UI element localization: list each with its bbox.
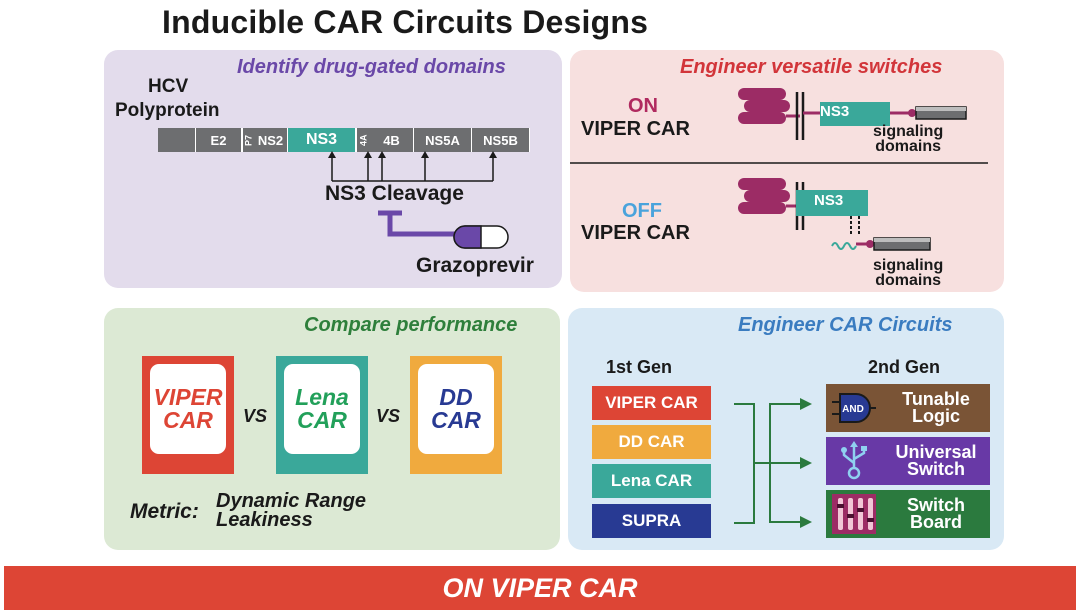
polyprotein-label: Polyprotein	[115, 100, 220, 121]
off-label: OFF	[622, 200, 662, 222]
segment-ns5b: NS5B	[472, 128, 530, 152]
usb-icon	[841, 441, 867, 480]
gen1-viper-car: VIPER CAR	[592, 386, 711, 420]
viper-car-diagrams	[570, 88, 988, 251]
vs-label-1: VS	[243, 406, 268, 426]
grazoprevir-label: Grazoprevir	[416, 254, 534, 277]
and-gate-text: AND	[842, 404, 864, 415]
segment-ns5a: NS5A	[414, 128, 472, 152]
cleavage-arrows	[328, 151, 509, 249]
footer-banner: ON VIPER CAR	[4, 566, 1076, 610]
on-construct	[738, 88, 967, 140]
panel-drug-title: Identify drug-gated domains	[237, 56, 506, 78]
panel-compare-title: Compare performance	[304, 314, 518, 336]
inhibition-symbol	[378, 210, 456, 237]
on-label: ON	[628, 95, 658, 117]
hcv-label: HCV	[148, 76, 189, 97]
panel-versatile-switches	[570, 50, 1004, 292]
segment-start	[158, 128, 196, 152]
ns3-on-label: NS3	[820, 103, 850, 120]
gen1-lena-car: Lena CAR	[592, 464, 711, 498]
segment-ns2: NS2	[254, 128, 288, 152]
circuit-arrows	[734, 398, 812, 528]
gen1-dd-car: DD CAR	[592, 425, 711, 459]
segment-4b: 4B	[370, 128, 414, 152]
pill-icon	[453, 225, 509, 249]
switchboard-icon	[832, 494, 876, 534]
off-construct	[738, 178, 931, 251]
gen1-header: 1st Gen	[606, 357, 673, 377]
gen1-supra: SUPRA	[592, 504, 711, 538]
metric-label: Metric:	[130, 500, 199, 523]
ns3-off-label: NS3	[814, 192, 844, 209]
segment-ns3: NS3	[288, 128, 356, 152]
panel-switch-title: Engineer versatile switches	[680, 56, 943, 78]
vs-label-2: VS	[376, 406, 401, 426]
gen2-header: 2nd Gen	[868, 357, 941, 377]
on-viper-car-label: VIPER CAR	[581, 118, 690, 140]
off-viper-car-label: VIPER CAR	[581, 222, 690, 244]
figure-title: Inducible CAR Circuits Designs	[162, 4, 649, 40]
panel-circuits-title: Engineer CAR Circuits	[738, 314, 953, 336]
ns3-cleavage-label: NS3 Cleavage	[325, 182, 464, 205]
and-gate-icon: AND	[832, 393, 876, 423]
segment-e2: E2	[196, 128, 242, 152]
